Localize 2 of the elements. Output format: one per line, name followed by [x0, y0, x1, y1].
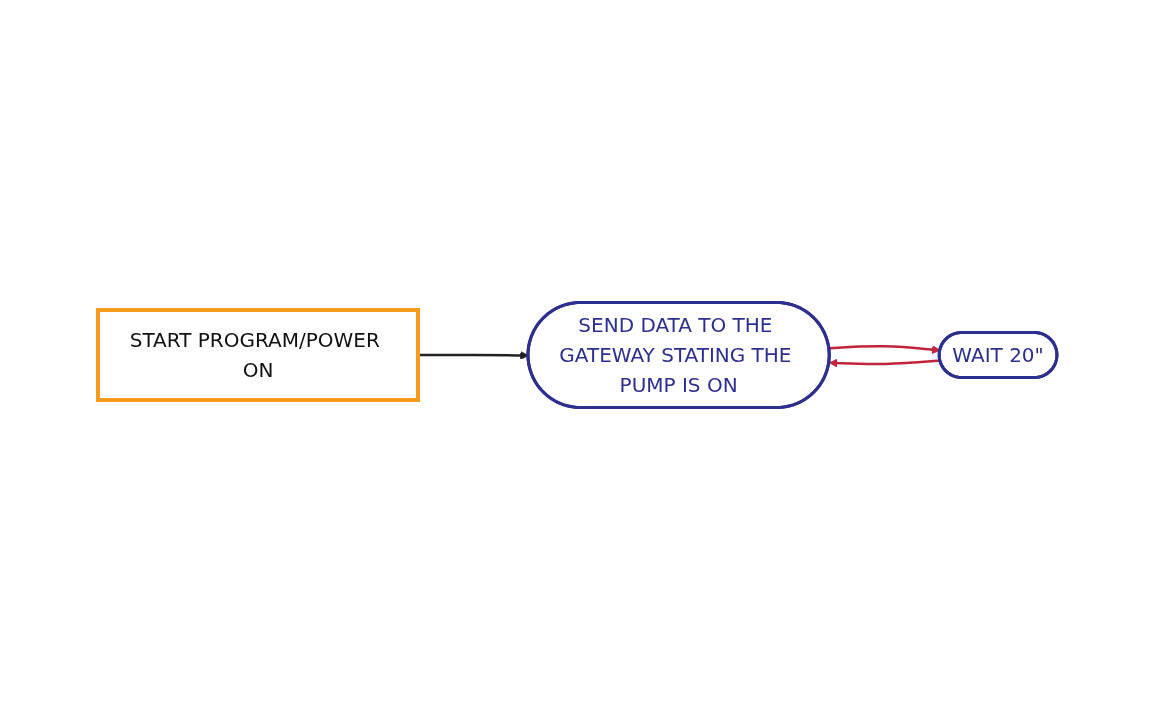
arrow — [828, 358, 941, 367]
node-box: START PROGRAM/POWER ON — [96, 307, 421, 402]
